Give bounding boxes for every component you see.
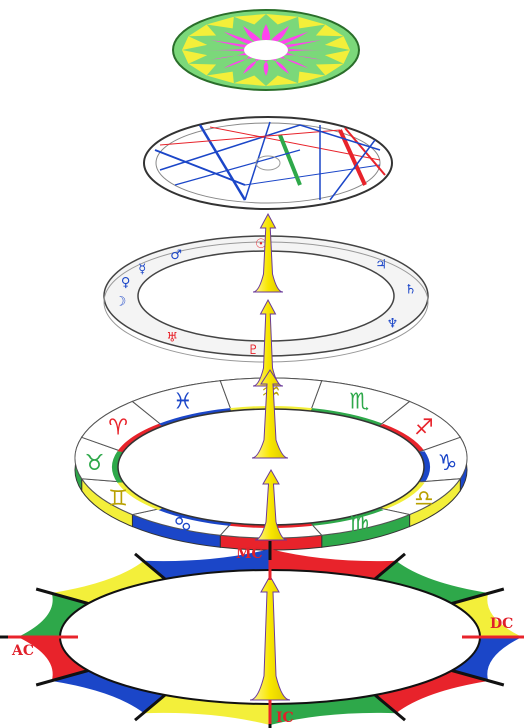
ic-label: IC: [276, 710, 294, 726]
rosette-center: [244, 40, 288, 60]
zodiac-glyph: ♈: [108, 416, 128, 441]
zodiac-glyph: ♓: [173, 390, 193, 415]
aspect-disk: [144, 117, 392, 209]
ac-label: AC: [11, 643, 34, 659]
zodiac-glyph: ♊: [108, 487, 128, 512]
mc-label: MC: [236, 546, 263, 562]
zodiac-glyph: ♋: [173, 512, 193, 537]
planet-glyph: ♇: [247, 343, 259, 358]
planet-glyph: ☿: [138, 262, 146, 277]
planet-glyph: ♆: [387, 317, 399, 332]
zodiac-glyph: ♉: [85, 451, 105, 476]
dc-label: DC: [490, 616, 513, 632]
planet-glyph: ♄: [405, 283, 417, 298]
planet-glyph: ♅: [166, 331, 178, 346]
zodiac-glyph: ♑: [438, 451, 458, 476]
planet-glyph: ☽: [115, 295, 127, 310]
zodiac-glyph: ♎: [414, 487, 434, 512]
rosette-disk: [173, 10, 359, 90]
zodiac-glyph: ♍: [349, 512, 369, 537]
planet-glyph: ♂: [170, 248, 182, 263]
zodiac-glyph: ♏: [349, 390, 369, 415]
zodiac-glyph: ♐: [414, 416, 434, 441]
planet-glyph: ♃: [375, 257, 387, 272]
planet-glyph: ♀: [121, 275, 131, 290]
